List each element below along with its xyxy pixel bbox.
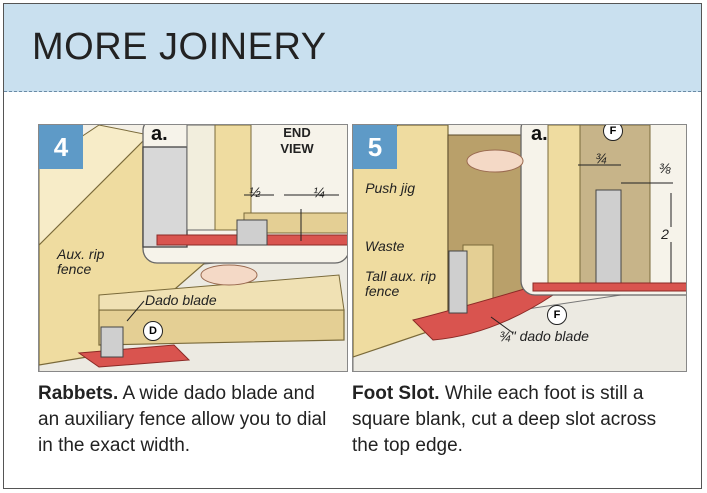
header-band: MORE JOINERY — [4, 4, 701, 92]
step-5-caption-body: While each foot is still a square blank,… — [352, 383, 657, 456]
dado-leader — [490, 316, 514, 334]
fence-section — [547, 125, 581, 286]
dim-three-quarter: ¾ — [595, 150, 607, 166]
step-4-badge: 4 — [39, 125, 83, 169]
page-title: MORE JOINERY — [32, 26, 327, 68]
insert-section — [532, 282, 686, 292]
step-4-caption-lead: Rabbets. — [38, 383, 119, 404]
tall-fence-label: Tall aux. rip fence — [365, 268, 437, 299]
step-5-drawing — [353, 125, 686, 371]
fence-profile — [142, 146, 188, 248]
dim-quarter: ¼ — [313, 184, 325, 200]
aux-fence-label: Aux. rip fence — [57, 246, 105, 277]
dado-blade-label: ¾" dado blade — [499, 328, 589, 344]
workpiece-top — [98, 274, 345, 311]
hand-illustration — [200, 264, 258, 286]
waste-label: Waste — [365, 238, 405, 254]
workpiece — [98, 309, 345, 346]
end-view-label: END VIEW — [280, 125, 314, 156]
dado-blade-label: Dado blade — [145, 292, 217, 308]
dim-half: ½ — [249, 184, 261, 200]
step-4-illustration: 4 a. END VIEW ½ ¼ Aux. rip fence Dado bl… — [38, 124, 348, 372]
dado-blade-leader — [126, 300, 145, 322]
blade-section — [236, 219, 268, 246]
step-4-detail-letter: a. — [151, 124, 168, 145]
hand-illustration — [466, 149, 524, 173]
detail-callout-f: F — [603, 125, 623, 141]
step-5-caption: Foot Slot. While each foot is still a sq… — [352, 381, 682, 459]
saw-table — [353, 284, 686, 371]
throat-insert — [77, 344, 191, 368]
step-4-caption: Rabbets. A wide dado blade and an auxili… — [38, 381, 338, 459]
dado-blade-graphic — [100, 326, 124, 358]
callout-f: F — [547, 305, 567, 325]
step-5-detail-letter: a. — [531, 124, 548, 145]
step-4-drawing — [39, 125, 347, 371]
dim-three-eighths: ⅜ — [659, 160, 671, 176]
dim-two: 2 — [657, 227, 673, 242]
aux-fence-profile — [186, 125, 216, 231]
step-4-caption-body: A wide dado blade and an auxiliary fence… — [38, 383, 327, 456]
callout-d: D — [143, 321, 163, 341]
dado-blade-graphic — [448, 250, 468, 314]
blade-section — [595, 189, 622, 286]
push-jig-label: Push jig — [365, 180, 415, 196]
step-5-badge: 5 — [353, 125, 397, 169]
step-5-caption-lead: Foot Slot. — [352, 383, 440, 404]
article-frame: MORE JOINERY — [3, 3, 702, 489]
step-5-illustration: 5 a. F ¾ ⅜ 2 Push jig Waste Tall aux. ri… — [352, 124, 687, 372]
